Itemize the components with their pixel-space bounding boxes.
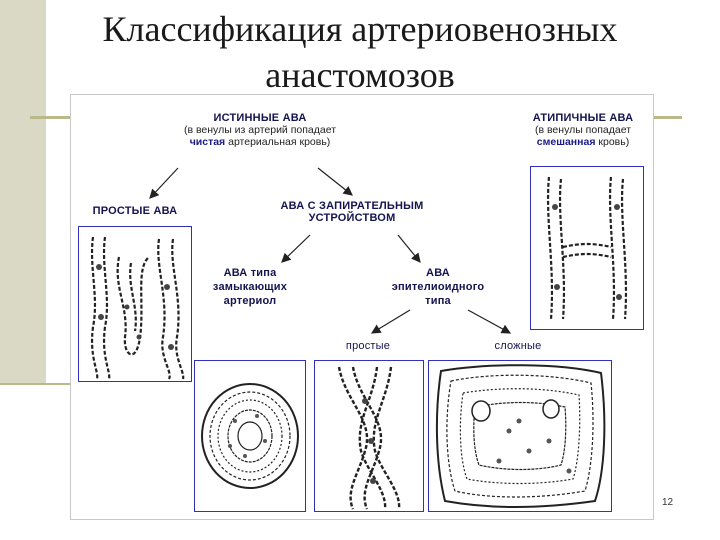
closing-line2: замыкающих — [212, 281, 288, 293]
decorative-line-left — [30, 116, 72, 119]
true-ava-desc-post: артериальная кровь) — [228, 136, 331, 148]
epithelioid-line1: АВА — [426, 267, 450, 279]
true-ava-highlight: чистая — [189, 136, 226, 148]
decorative-line-bottom — [0, 383, 70, 385]
epithelioid-line2: эпителиоидного — [391, 281, 485, 293]
atypical-ava-illustration — [530, 166, 644, 330]
true-ava-desc-line2: чистая артериальная кровь) — [160, 136, 360, 148]
atypical-ava-desc-line1: (в венулы попадает — [534, 124, 632, 136]
slide-title-line1: Классификация артериовенозных — [102, 9, 618, 49]
slide-title: Классификация артериовенозных анастомозо… — [60, 6, 660, 98]
atypical-ava-desc-line2: смешанная кровь) — [508, 136, 658, 148]
true-ava-heading: ИСТИННЫЕ АВА — [213, 112, 307, 124]
true-ava-node: ИСТИННЫЕ АВА (в венулы из артерий попада… — [160, 112, 360, 148]
simple-ava-heading: ПРОСТЫЕ АВА — [92, 205, 178, 217]
atypical-ava-heading: АТИПИЧНЫЕ АВА — [532, 112, 634, 124]
epithelioid-line3: типа — [425, 295, 451, 307]
decorative-side-bar — [0, 0, 46, 385]
epithelioid-simple-illustration — [314, 360, 424, 512]
atypical-ava-highlight: смешанная — [536, 136, 596, 148]
closing-arterioles-illustration — [194, 360, 306, 512]
locking-ava-line2: УСТРОЙСТВОМ — [308, 212, 396, 224]
closing-line1: АВА типа — [223, 267, 277, 279]
closing-arterioles-node: АВА типа замыкающих артериол — [200, 266, 300, 308]
slide-title-line2: анастомозов — [265, 55, 455, 95]
epithelioid-node: АВА эпителиоидного типа — [378, 266, 498, 308]
simple-ava-illustration — [78, 226, 192, 382]
decorative-line-right — [652, 116, 682, 119]
locking-ava-line1: АВА С ЗАПИРАТЕЛЬНЫМ — [280, 200, 424, 212]
atypical-ava-desc-post: кровь) — [598, 136, 630, 148]
epithelioid-complex-label: сложные — [494, 340, 542, 352]
true-ava-desc-line1: (в венулы из артерий попадает — [183, 124, 337, 136]
page-number: 12 — [662, 497, 674, 508]
atypical-ava-node: АТИПИЧНЫЕ АВА (в венулы попадает смешанн… — [508, 112, 658, 148]
epithelioid-complex-illustration — [428, 360, 612, 512]
closing-line3: артериол — [223, 295, 277, 307]
epithelioid-simple-label: простые — [345, 340, 391, 352]
locking-ava-node: АВА С ЗАПИРАТЕЛЬНЫМ УСТРОЙСТВОМ — [252, 200, 452, 224]
